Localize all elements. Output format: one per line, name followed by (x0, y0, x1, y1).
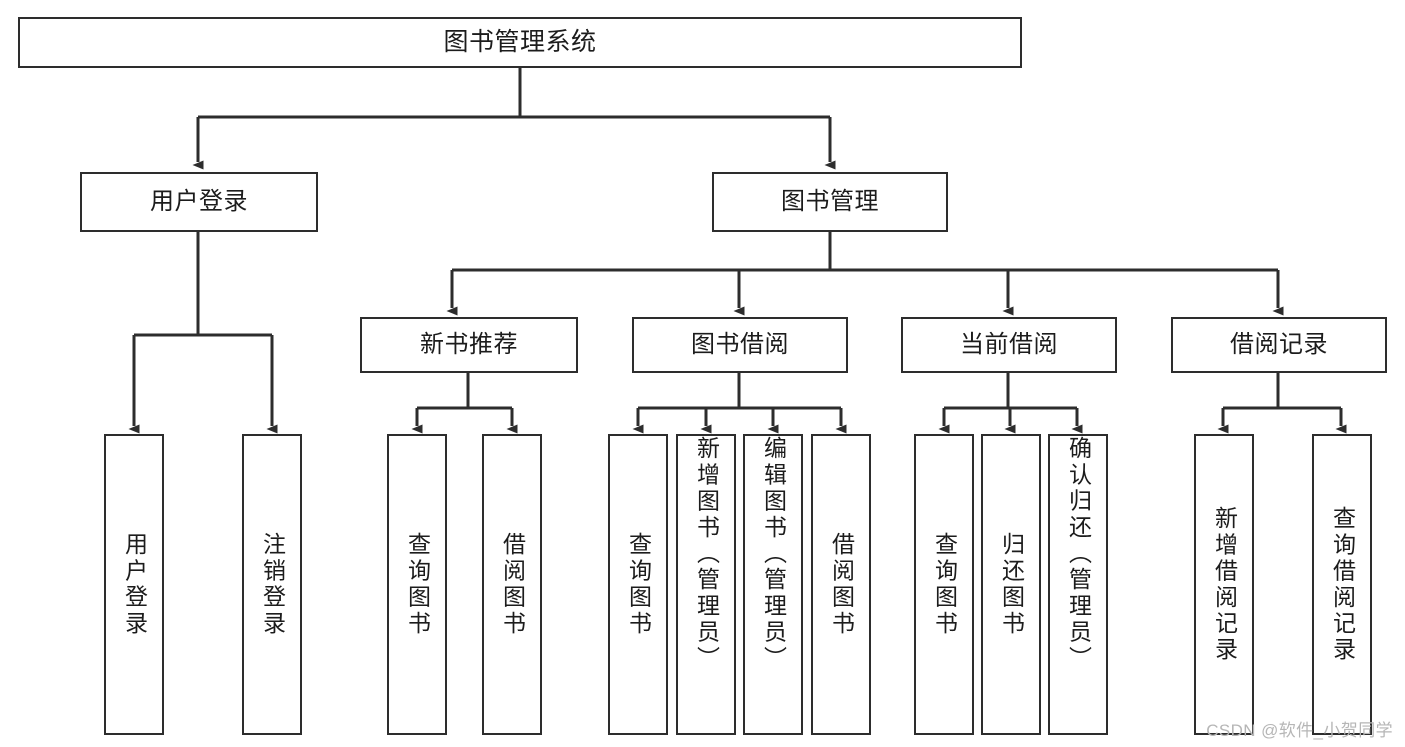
node-leaf-borrow-book-2[interactable]: 借阅图书 (811, 434, 871, 735)
node-leaf-query-book-2[interactable]: 查询图书 (608, 434, 668, 735)
node-leaf-user-login-label: 用户登录 (121, 532, 148, 637)
node-user-login[interactable]: 用户登录 (80, 172, 318, 232)
node-book-borrow[interactable]: 图书借阅 (632, 317, 848, 373)
node-leaf-add-record[interactable]: 新增借阅记录 (1194, 434, 1254, 735)
node-current-borrow[interactable]: 当前借阅 (901, 317, 1117, 373)
node-leaf-confirm-return-label: 确认归还（管理员） (1065, 436, 1092, 672)
node-book-manage-label: 图书管理 (781, 188, 879, 216)
node-leaf-query-book-3[interactable]: 查询图书 (914, 434, 974, 735)
node-leaf-edit-book-label: 编辑图书（管理员） (760, 436, 787, 672)
node-leaf-borrow-book-2-label: 借阅图书 (828, 532, 855, 637)
node-borrow-record[interactable]: 借阅记录 (1171, 317, 1387, 373)
node-leaf-borrow-book-1-label: 借阅图书 (499, 532, 526, 637)
node-leaf-query-book-3-label: 查询图书 (931, 532, 958, 637)
node-leaf-return-book-label: 归还图书 (998, 532, 1025, 637)
node-user-login-label: 用户登录 (150, 188, 248, 216)
node-leaf-edit-book[interactable]: 编辑图书（管理员） (743, 434, 803, 735)
node-leaf-query-record-label: 查询借阅记录 (1329, 505, 1356, 664)
node-leaf-borrow-book-1[interactable]: 借阅图书 (482, 434, 542, 735)
node-book-borrow-label: 图书借阅 (691, 331, 789, 359)
node-leaf-confirm-return[interactable]: 确认归还（管理员） (1048, 434, 1108, 735)
node-current-borrow-label: 当前借阅 (960, 331, 1058, 359)
node-leaf-add-book[interactable]: 新增图书（管理员） (676, 434, 736, 735)
node-leaf-add-book-label: 新增图书（管理员） (693, 436, 720, 672)
node-leaf-logout-login[interactable]: 注销登录 (242, 434, 302, 735)
node-root[interactable]: 图书管理系统 (18, 17, 1022, 68)
node-leaf-query-book-1-label: 查询图书 (404, 532, 431, 637)
node-new-book-rec-label: 新书推荐 (420, 331, 518, 359)
node-book-manage[interactable]: 图书管理 (712, 172, 948, 232)
node-leaf-query-record[interactable]: 查询借阅记录 (1312, 434, 1372, 735)
node-leaf-logout-login-label: 注销登录 (259, 532, 286, 637)
node-leaf-add-record-label: 新增借阅记录 (1211, 505, 1238, 664)
node-leaf-query-book-1[interactable]: 查询图书 (387, 434, 447, 735)
node-leaf-return-book[interactable]: 归还图书 (981, 434, 1041, 735)
node-leaf-query-book-2-label: 查询图书 (625, 532, 652, 637)
node-borrow-record-label: 借阅记录 (1230, 331, 1328, 359)
node-root-label: 图书管理系统 (443, 28, 597, 57)
node-leaf-user-login[interactable]: 用户登录 (104, 434, 164, 735)
node-new-book-rec[interactable]: 新书推荐 (360, 317, 578, 373)
csdn-watermark: CSDN @软件_小贺同学 (1206, 721, 1393, 740)
